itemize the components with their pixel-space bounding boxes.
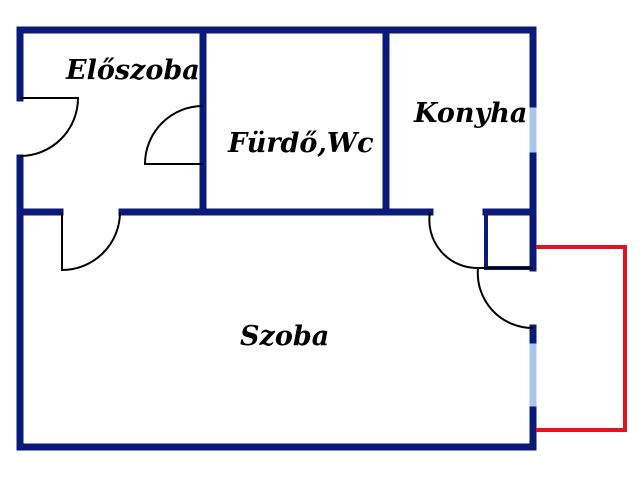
doors <box>19 97 534 330</box>
room-label-konyha: Konyha <box>413 98 527 129</box>
room-label-furdo: Fürdő,Wc <box>227 128 374 159</box>
room-label-szoba: Szoba <box>240 321 329 352</box>
kitchen-door <box>428 211 479 270</box>
bathroom-door <box>143 105 204 165</box>
balcony <box>536 245 627 432</box>
room-door <box>61 211 121 272</box>
kitchen-alcove <box>484 210 535 270</box>
outer-walls <box>16 26 537 451</box>
entrance-door <box>19 97 80 157</box>
room-label-eloszoba: Előszoba <box>65 55 200 86</box>
balcony-door <box>476 267 534 330</box>
